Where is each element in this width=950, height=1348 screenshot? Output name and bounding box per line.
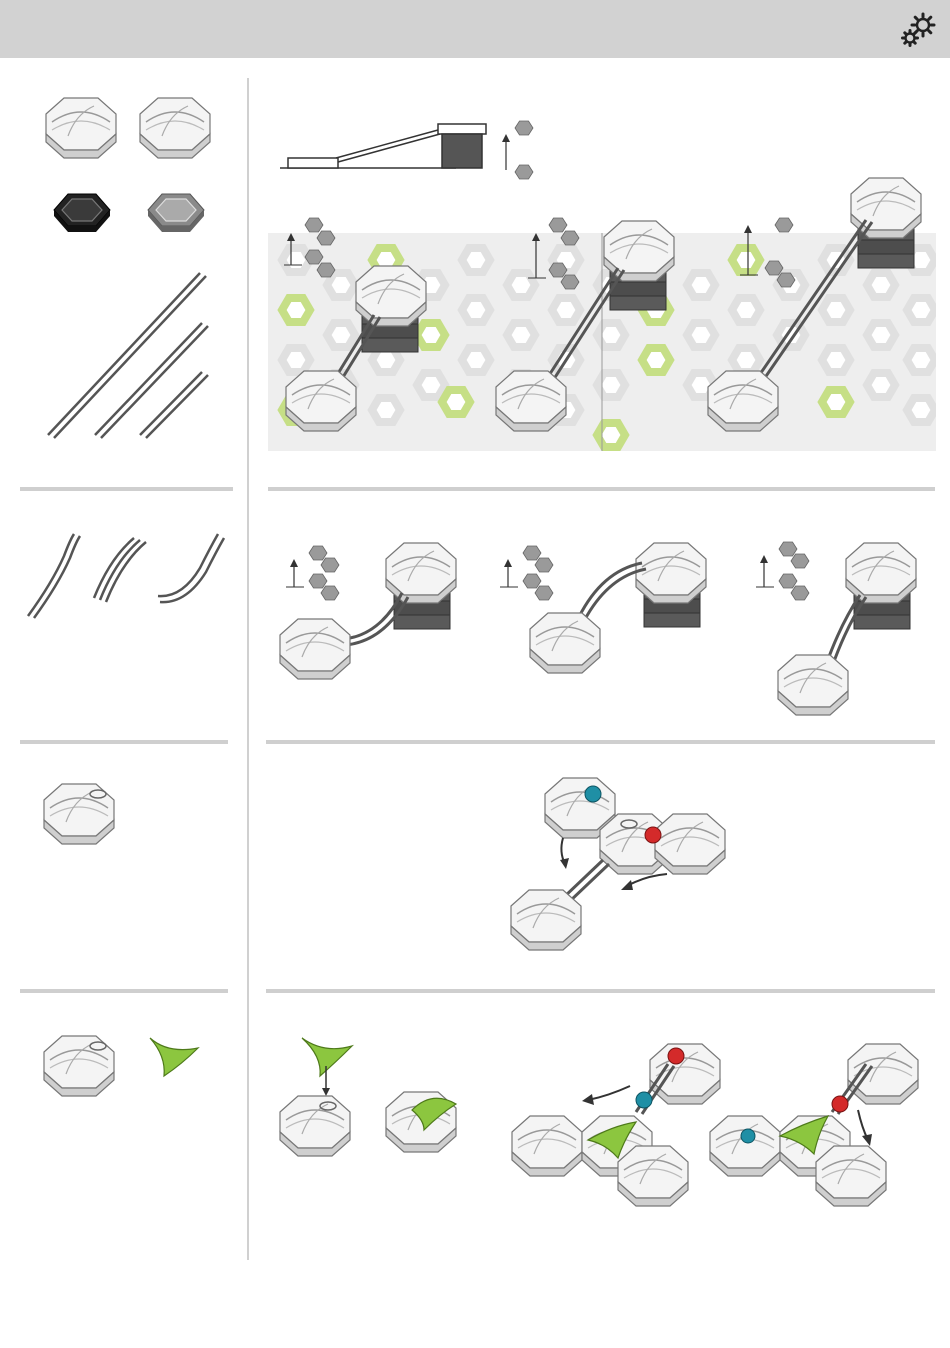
flex-rail-straight (28, 534, 80, 618)
rail-medium (95, 323, 208, 438)
junction-tile (44, 784, 114, 844)
ball-blue (585, 786, 601, 802)
switch-install (280, 1038, 456, 1156)
flex-example-2 (500, 543, 706, 673)
parts-rails-height (40, 90, 230, 450)
rail-short (140, 372, 208, 438)
parts-flex-rails (22, 528, 232, 628)
header-bar (0, 0, 950, 58)
arrow-right (627, 874, 667, 886)
flex-rail-bent (158, 534, 224, 602)
switch-piece (150, 1038, 198, 1076)
gears-icon[interactable] (898, 10, 938, 50)
flex-example-1 (280, 543, 456, 679)
curve-tile-1 (46, 98, 116, 158)
section-divider (266, 740, 935, 744)
junction-tile-2 (44, 1036, 114, 1096)
height-tile-dark (54, 194, 110, 232)
section-divider (266, 989, 935, 993)
section-divider (268, 487, 935, 491)
section-divider (20, 487, 233, 491)
profile-diagram (280, 124, 486, 168)
column-divider (247, 78, 249, 1260)
switch-example-2 (710, 1044, 918, 1206)
rail-long (48, 273, 206, 438)
rails-height-diagram (266, 110, 936, 455)
section-divider (20, 740, 228, 744)
switch-example-1 (512, 1044, 720, 1206)
flex-example-3 (756, 542, 916, 715)
junction-diagram (505, 768, 730, 953)
height-tile-gray (148, 194, 204, 232)
parts-switch (40, 1030, 210, 1100)
ball-red (645, 827, 661, 843)
section-divider (20, 989, 228, 993)
flex-rail-curved (94, 538, 146, 602)
height-marker (502, 121, 533, 179)
curve-tile-2 (140, 98, 210, 158)
flex-rails-diagram (270, 535, 935, 720)
switch-diagram (272, 1030, 936, 1215)
parts-junction (40, 778, 140, 848)
